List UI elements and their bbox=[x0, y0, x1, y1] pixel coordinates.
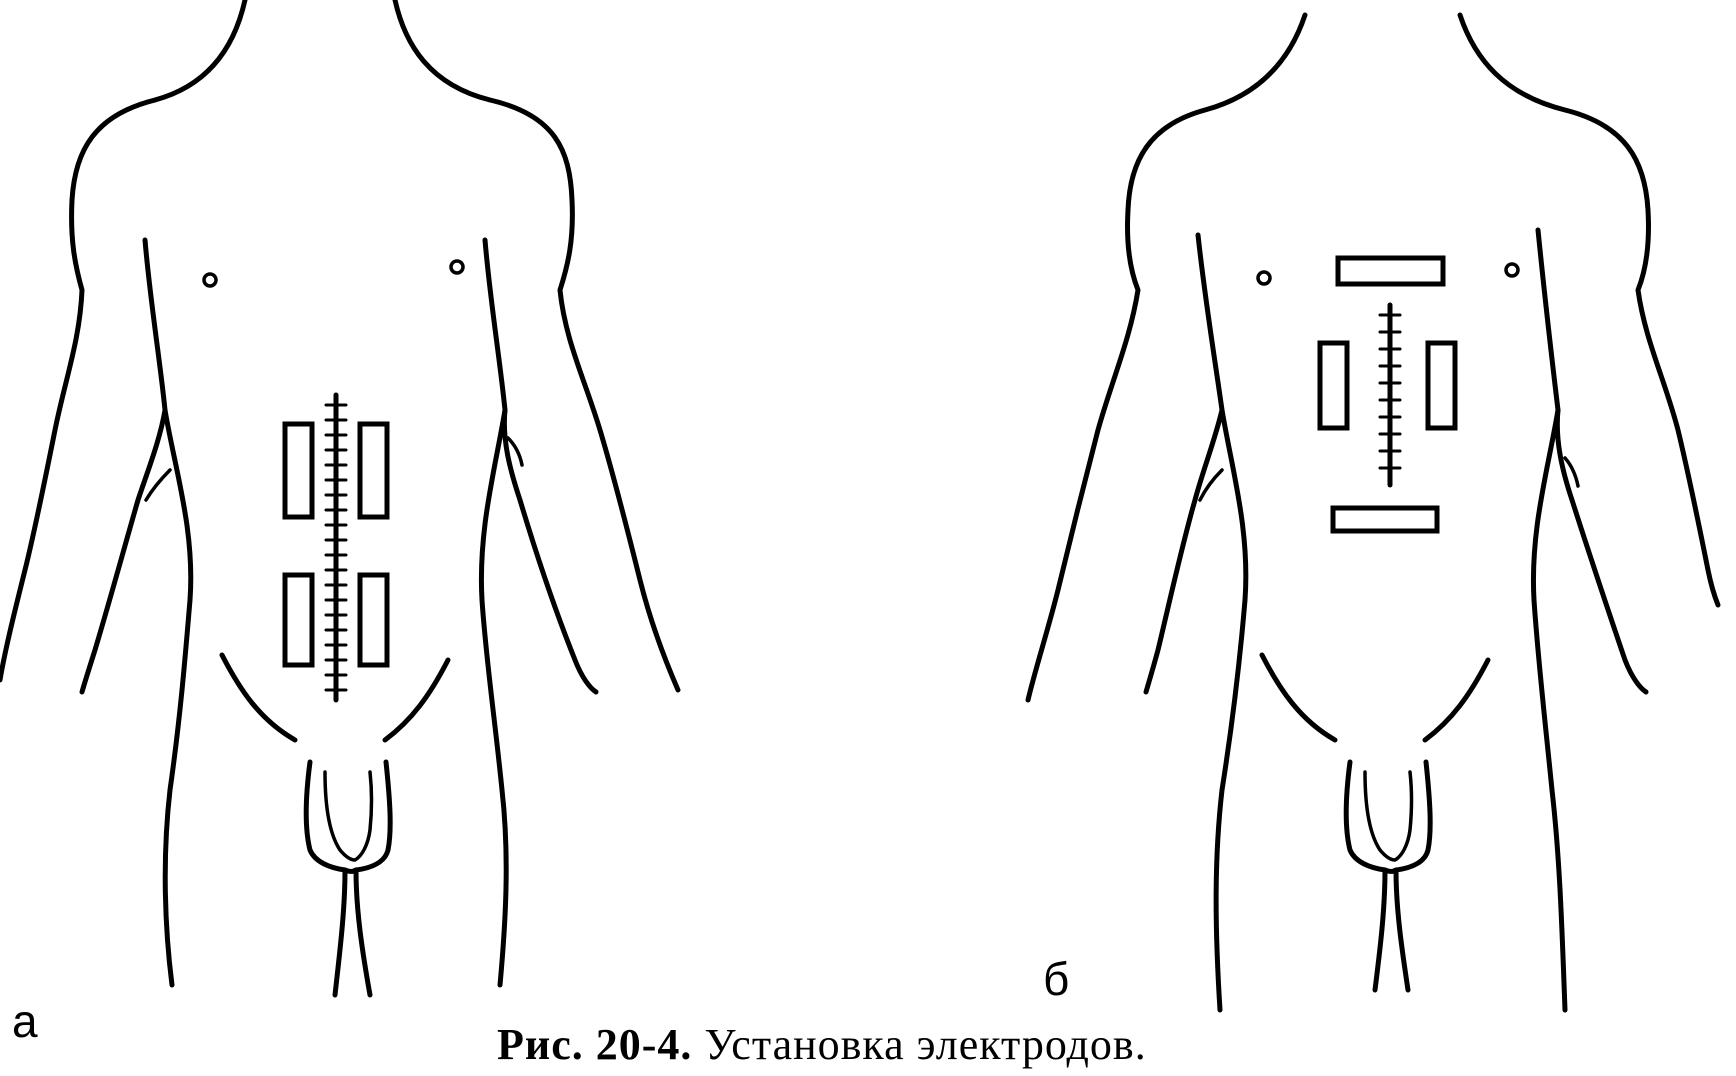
electrode-b-bottom bbox=[1330, 505, 1440, 534]
right-arm-outline bbox=[392, 0, 681, 693]
left-torso-side-b bbox=[1213, 407, 1249, 1013]
left-inner-arm bbox=[79, 237, 168, 695]
right-elbow-mark bbox=[506, 436, 524, 467]
left-groin-line-b bbox=[1259, 652, 1338, 743]
panel-label-a: а bbox=[12, 995, 38, 1047]
incision-suture-a bbox=[324, 392, 348, 703]
figure-number: Рис. 20-4. bbox=[497, 1020, 693, 1069]
figure-caption-text: Установка электродов. bbox=[704, 1020, 1147, 1069]
genital-inner-b bbox=[1363, 770, 1414, 862]
electrode-a-lower-right bbox=[357, 572, 390, 668]
nipple-left bbox=[202, 272, 218, 288]
genital-outline bbox=[303, 759, 393, 874]
nipple-right-b bbox=[1504, 262, 1520, 278]
torso-figure-b bbox=[1025, 12, 1721, 1013]
right-groin-line-b bbox=[1422, 657, 1491, 743]
leg-gap bbox=[332, 867, 373, 998]
electrode-a-upper-left bbox=[282, 421, 315, 520]
left-groin-line bbox=[219, 652, 298, 743]
right-torso-side bbox=[478, 407, 509, 988]
right-inner-arm bbox=[482, 237, 599, 695]
right-arm-outline-b bbox=[1457, 12, 1721, 608]
genital-outline-b bbox=[1343, 759, 1433, 874]
right-groin-line bbox=[382, 657, 451, 743]
left-elbow-mark bbox=[144, 468, 172, 502]
nipple-left-b bbox=[1256, 270, 1272, 286]
torso-figure-a bbox=[0, 0, 681, 998]
left-elbow-mark-b bbox=[1198, 468, 1224, 502]
left-inner-arm-b bbox=[1143, 232, 1225, 695]
left-arm-outline-b bbox=[1025, 12, 1308, 703]
right-torso-side-b bbox=[1530, 407, 1568, 1013]
leg-gap-b bbox=[1372, 867, 1411, 993]
left-arm-outline bbox=[0, 0, 248, 683]
incision-suture-b bbox=[1378, 302, 1402, 488]
electrode-b-left bbox=[1317, 340, 1350, 431]
electrode-b-top bbox=[1335, 255, 1446, 287]
nipple-right bbox=[449, 259, 465, 275]
right-elbow-mark-b bbox=[1563, 456, 1580, 488]
genital-inner bbox=[323, 770, 374, 862]
electrode-b-right bbox=[1425, 340, 1458, 431]
left-torso-side bbox=[162, 407, 194, 988]
electrode-a-lower-left bbox=[282, 572, 315, 668]
panel-label-b: б bbox=[1043, 953, 1070, 1005]
figure-caption: Рис. 20-4. Установка электродов. bbox=[497, 1023, 1147, 1067]
right-inner-arm-b bbox=[1535, 227, 1649, 695]
electrode-a-upper-right bbox=[357, 421, 390, 520]
